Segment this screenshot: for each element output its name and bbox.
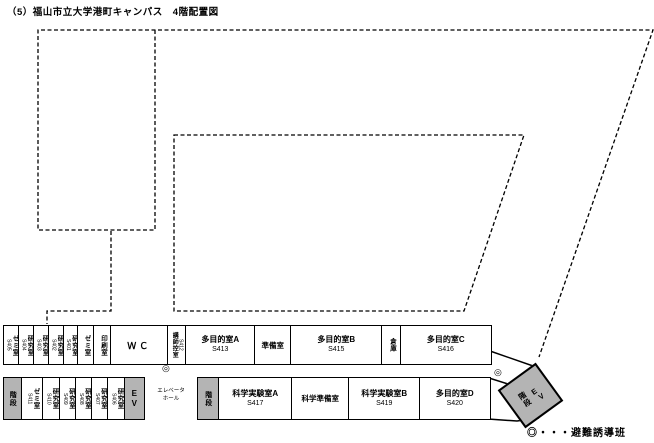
room-multi-b-s415: 多目的室B S415 (290, 325, 383, 365)
elevator-hall-line1: エレベータ (157, 388, 185, 394)
room-number: S413 (212, 346, 229, 354)
room-name: ゼミ室 (11, 334, 18, 356)
evac-marker-corridor: ◎ (162, 363, 170, 373)
room-name: 多目的室A (201, 335, 240, 345)
room-name: 倉庫 (388, 338, 396, 352)
room-sci-lab-a-s417: 科学実験室A S417 (218, 377, 293, 420)
room-storage: 倉庫 (381, 325, 402, 365)
room-number: S404 (20, 339, 27, 351)
room-name: 準備室 (261, 340, 285, 350)
room-name: 研究室 (41, 334, 48, 356)
room-name: 研究室 (26, 334, 33, 356)
room-name: 多目的室C (426, 335, 465, 345)
room-number: S419 (376, 399, 393, 407)
room-number: S401 (65, 339, 71, 351)
room-name: 多目的室B (317, 335, 356, 345)
room-number: S411 (26, 392, 33, 405)
room-number: S402 (50, 339, 57, 351)
room-wc: ＷＣ (110, 325, 169, 365)
room-name: 印刷室 (99, 334, 107, 356)
room-multi-d-s420: 多目的室D S420 (419, 377, 491, 420)
room-number: S416 (437, 346, 454, 354)
elevator-hall-label: エレベータ ホール (146, 387, 196, 404)
dashed-outline-upper-blocks (37, 29, 654, 358)
room-number: S407 (94, 392, 100, 405)
elevator-hall-line2: ホール (162, 396, 180, 403)
room-lab-s408: S408 研究室 (75, 377, 93, 420)
elevator-label-v: V (131, 398, 137, 408)
room-sci-lab-b-s419: 科学実験室B S419 (348, 377, 421, 420)
room-lab-s407: S407 研究室 (91, 377, 109, 420)
room-name: ＷＣ (127, 340, 152, 351)
room-name: 研究室 (70, 334, 78, 356)
elevator-label-e: E (131, 389, 137, 399)
room-name: 科学実験室A (232, 388, 279, 398)
room-name: 講師控室 (171, 332, 178, 358)
room-name: 研究室 (116, 388, 123, 409)
elevator-label-v: V (536, 391, 546, 402)
room-lab-s409: S409 研究室 (59, 377, 77, 420)
room-number: S403 (35, 339, 42, 351)
dashed-corridor-path (46, 231, 112, 324)
room-number: S415 (328, 346, 345, 354)
room-seminar-2: ゼミ室 (77, 325, 95, 365)
stairs-label: 階段 (204, 390, 212, 407)
room-lab-s410: S410 研究室 (42, 377, 61, 420)
room-lecturer-s412: 講師控室 S412 (167, 325, 187, 365)
evac-marker-right: ◎ (494, 367, 502, 377)
stairs-label: 階段 (9, 390, 17, 407)
stairs-middle: 階段 (197, 377, 220, 420)
room-name: 科学準備室 (301, 394, 340, 403)
room-seminar-s411: S411 ゼミ室 (21, 377, 44, 420)
room-name: 研究室 (67, 388, 75, 409)
stairs-left: 階段 (3, 377, 23, 420)
room-number: S409 (62, 392, 68, 405)
room-lab-s401: S401 研究室 (63, 325, 79, 365)
room-name: 研究室 (56, 334, 63, 356)
room-name: 多目的室D (435, 388, 474, 398)
room-number: S412 (177, 339, 184, 351)
room-sci-prep: 科学準備室 (291, 377, 350, 420)
room-lab-s406: S406 研究室 (107, 377, 126, 420)
room-prep: 準備室 (254, 325, 292, 365)
connector-line-top (489, 350, 537, 368)
page-title: （5）福山市立大学港町キャンパス 4階配置図 (7, 7, 219, 18)
room-lab-s402: S402 研究室 (48, 325, 65, 365)
room-number: S410 (45, 392, 52, 405)
room-multi-a-s413: 多目的室A S413 (185, 325, 256, 365)
elevator: E V (124, 377, 145, 420)
room-name: 科学実験室B (361, 388, 408, 398)
room-print: 印刷室 (93, 325, 112, 365)
room-name: 研究室 (51, 388, 58, 409)
legend-evac-team: ◎・・・避難誘導班 (527, 428, 626, 439)
elevator-label: E V (132, 389, 137, 407)
room-number: S408 (78, 392, 84, 405)
room-name: 研究室 (99, 388, 107, 409)
room-multi-c-s416: 多目的室C S416 (400, 325, 492, 365)
room-name: 研究室 (83, 388, 91, 409)
dashed-inner-block (173, 134, 525, 312)
room-number: S417 (247, 399, 264, 407)
room-name: ゼミ室 (83, 334, 90, 356)
connector-line-middle (488, 377, 509, 385)
room-number: S406 (110, 392, 117, 405)
room-number: S405 (5, 339, 12, 351)
room-name: ゼミ室 (32, 388, 39, 409)
room-number: S420 (446, 399, 463, 407)
